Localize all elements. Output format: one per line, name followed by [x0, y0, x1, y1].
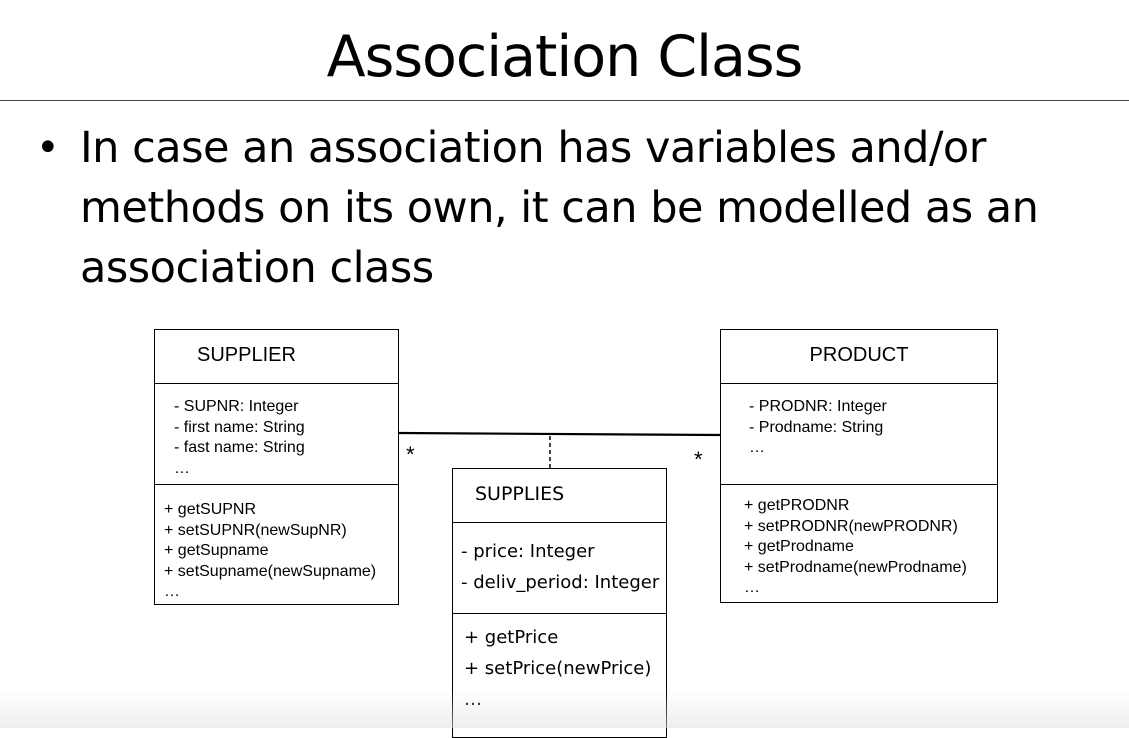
product-attributes: - PRODNR: Integer - Prodname: String …	[721, 384, 997, 485]
supplies-operation: + getPrice	[464, 627, 559, 648]
product-class-name: PRODUCT	[721, 330, 997, 384]
supplier-operation: …	[164, 583, 180, 600]
supplies-attribute: - deliv_period: Integer	[461, 572, 660, 593]
supplier-attributes: - SUPNR: Integer - first name: String - …	[155, 384, 398, 485]
supplier-operations: + getSUPNR + setSUPNR(newSupNR) + getSup…	[155, 485, 398, 603]
supplier-class-name: SUPPLIER	[155, 330, 398, 384]
supplier-multiplicity: *	[406, 442, 415, 467]
product-multiplicity: *	[694, 447, 703, 472]
association-line	[398, 431, 721, 437]
bottom-shadow	[0, 690, 1129, 728]
supplies-attribute: - price: Integer	[461, 541, 595, 562]
product-operation: + getProdname	[744, 538, 854, 555]
product-attribute: - Prodname: String	[749, 418, 884, 436]
supplier-operation: + getSUPNR	[164, 501, 257, 518]
supplier-operation: + setSupname(newSupname)	[164, 562, 377, 580]
title-divider	[0, 100, 1129, 101]
supplier-operation: + setSUPNR(newSupNR)	[164, 521, 347, 539]
product-operation: …	[744, 579, 760, 596]
slide-title: Association Class	[326, 24, 804, 90]
bullet-text: In case an association has variables and…	[80, 123, 1039, 293]
product-operation: + getPRODNR	[744, 497, 850, 514]
supplier-operation: + getSupname	[164, 542, 269, 559]
supplier-attribute: - SUPNR: Integer	[174, 398, 299, 415]
supplies-attributes: - price: Integer - deliv_period: Integer	[453, 523, 666, 614]
supplier-attribute: - fast name: String	[174, 439, 305, 456]
product-attribute: …	[749, 439, 765, 456]
bullet-icon: •	[36, 125, 60, 171]
product-operations: + getPRODNR + setPRODNR(newPRODNR) + get…	[721, 485, 997, 599]
supplier-class: SUPPLIER - SUPNR: Integer - first name: …	[154, 329, 399, 605]
supplier-attribute: - first name: String	[174, 418, 305, 436]
supplies-operation: + setPrice(newPrice)	[464, 658, 652, 679]
supplies-class-name: SUPPLIES	[453, 469, 666, 523]
product-operation: + setProdname(newProdname)	[744, 558, 967, 576]
supplier-attribute: …	[174, 459, 190, 477]
product-class: PRODUCT - PRODNR: Integer - Prodname: St…	[720, 329, 998, 603]
product-operation: + setPRODNR(newPRODNR)	[744, 517, 958, 535]
product-attribute: - PRODNR: Integer	[749, 398, 887, 415]
